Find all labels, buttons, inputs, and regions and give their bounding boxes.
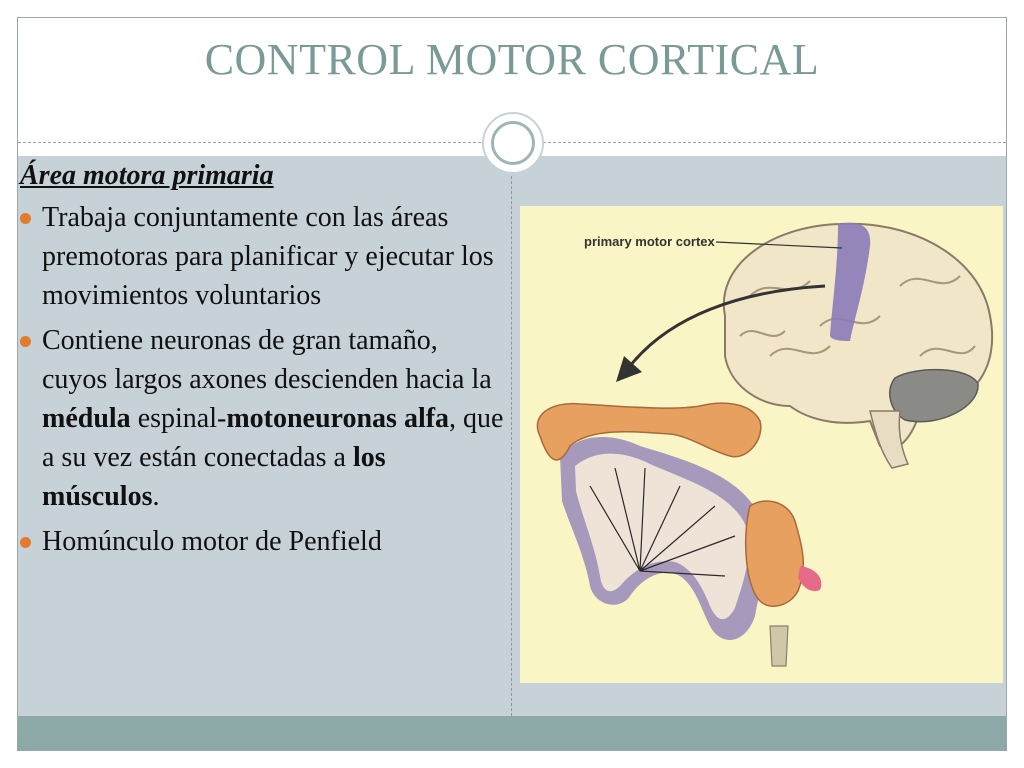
label-leader bbox=[715, 241, 843, 249]
column-divider bbox=[511, 156, 512, 716]
cerebellum bbox=[889, 368, 979, 423]
bold-text: motoneuronas alfa bbox=[226, 403, 450, 434]
bullet-icon bbox=[20, 213, 31, 224]
brainstem bbox=[869, 410, 910, 469]
homunculus-face bbox=[744, 500, 804, 607]
bullet-item: Trabaja conjuntamente con las áreas prem… bbox=[18, 198, 504, 315]
brain-figure: primary motor cortex bbox=[520, 206, 1003, 683]
section-heading: Área motora primaria bbox=[20, 160, 274, 191]
curved-arrow bbox=[628, 284, 826, 367]
text-run: . bbox=[152, 481, 160, 512]
bullet-item: Contiene neuronas de gran tamaño, cuyos … bbox=[18, 321, 504, 516]
arrow-head-icon bbox=[616, 356, 642, 382]
bold-text: médula bbox=[42, 403, 131, 434]
ring-ornament-icon bbox=[482, 112, 544, 174]
brain-homunculus-illustration: primary motor cortex bbox=[536, 222, 994, 667]
bullet-icon bbox=[20, 537, 31, 548]
bullet-text: Trabaja conjuntamente con las áreas prem… bbox=[42, 202, 494, 311]
bold-text: los músculos bbox=[42, 442, 386, 512]
bullet-item: Homúnculo motor de Penfield bbox=[18, 522, 504, 561]
text-run: , que a su vez están conectadas a bbox=[42, 403, 504, 473]
figure-label: primary motor cortex bbox=[584, 234, 716, 249]
text-column: Área motora primaria Trabaja conjuntamen… bbox=[18, 160, 504, 567]
bullet-text: Contiene neuronas de gran tamaño, cuyos … bbox=[42, 325, 503, 512]
text-run: Homúnculo motor de Penfield bbox=[42, 526, 382, 557]
footer-bar bbox=[18, 716, 1006, 750]
text-run: Trabaja conjuntamente con las áreas prem… bbox=[42, 202, 494, 311]
motor-cortex-strip bbox=[830, 222, 871, 341]
homunculus-tongue bbox=[798, 566, 822, 592]
bullet-list: Trabaja conjuntamente con las áreas prem… bbox=[18, 198, 504, 561]
larynx-icon bbox=[769, 625, 789, 667]
text-run: Contiene neuronas de gran tamaño, cuyos … bbox=[42, 325, 492, 395]
bullet-icon bbox=[20, 336, 31, 347]
homunculus-arm bbox=[536, 402, 762, 461]
ring-inner bbox=[491, 121, 535, 165]
axon-fibers bbox=[589, 467, 736, 577]
bullet-text: Homúnculo motor de Penfield bbox=[42, 526, 382, 557]
white-matter bbox=[575, 453, 749, 620]
slide-title: CONTROL MOTOR CORTICAL bbox=[204, 35, 820, 84]
text-run: espinal- bbox=[130, 403, 227, 434]
